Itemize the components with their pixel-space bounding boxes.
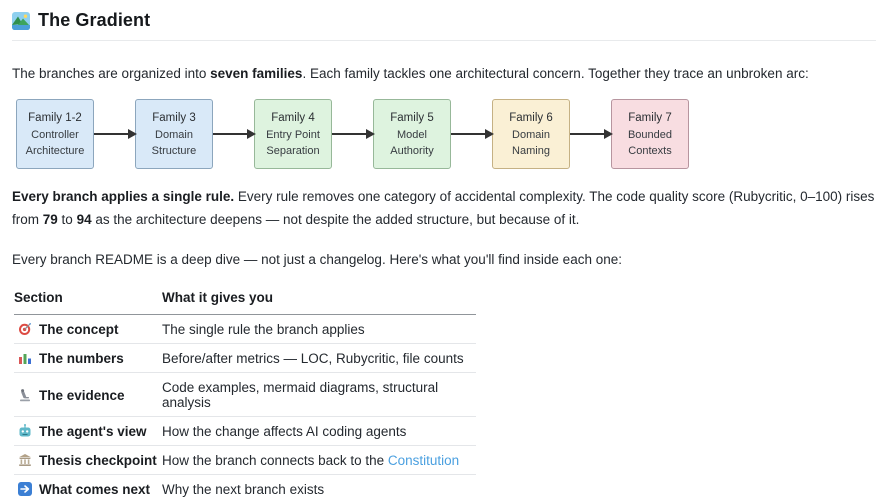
node-title: Family 1-2 xyxy=(28,111,82,126)
section-cell: Thesis checkpoint xyxy=(14,446,162,475)
text-segment: The branches are organized into xyxy=(12,66,210,81)
node-line: Model xyxy=(397,128,427,142)
text-segment: The single rule the branch applies xyxy=(162,322,365,337)
flow-arrow-icon xyxy=(570,133,611,135)
robot-icon xyxy=(18,424,32,438)
section-label: The numbers xyxy=(39,351,124,366)
flow-arrow-icon xyxy=(332,133,373,135)
page-title: The Gradient xyxy=(38,10,150,31)
target-icon xyxy=(18,322,32,336)
node-line: Domain xyxy=(155,128,193,142)
flow-arrow-icon xyxy=(451,133,492,135)
node-line: Separation xyxy=(266,144,319,158)
text-segment: as the architecture deepens — not despit… xyxy=(92,212,580,227)
flow-arrow-icon xyxy=(94,133,135,135)
section-label: The concept xyxy=(39,322,119,337)
table-row: The concept The single rule the branch ap… xyxy=(14,315,476,344)
section-description: Why the next branch exists xyxy=(162,475,476,503)
text-segment: Why the next branch exists xyxy=(162,482,324,497)
flow-arrow-icon xyxy=(213,133,254,135)
table-header-row: Section What it gives you xyxy=(14,286,476,315)
node-line: Controller xyxy=(31,128,79,142)
node-line: Entry Point xyxy=(266,128,320,142)
title-divider xyxy=(12,40,876,41)
node-title: Family 5 xyxy=(390,111,433,126)
classical-building-icon xyxy=(18,453,32,467)
node-line: Bounded xyxy=(628,128,672,142)
table-row: Thesis checkpoint How the branch connects… xyxy=(14,446,476,475)
table-header-gives: What it gives you xyxy=(162,286,476,315)
text-segment: to xyxy=(58,212,77,227)
section-label: The evidence xyxy=(39,388,125,403)
table-head: Section What it gives you xyxy=(14,286,476,315)
node-line: Contexts xyxy=(628,144,671,158)
bold-text: 94 xyxy=(77,212,92,227)
section-label: The agent's view xyxy=(39,424,147,439)
bar-chart-icon xyxy=(18,351,32,365)
text-segment: . Each family tackles one architectural … xyxy=(302,66,808,81)
text-segment: Code examples, mermaid diagrams, structu… xyxy=(162,380,438,410)
section-cell: The numbers xyxy=(14,344,162,373)
text-segment: Before/after metrics — LOC, Rubycritic, … xyxy=(162,351,464,366)
microscope-icon xyxy=(18,388,32,402)
node-title: Family 6 xyxy=(509,111,552,126)
section-label: Thesis checkpoint xyxy=(39,453,157,468)
bold-text: seven families xyxy=(210,66,302,81)
node-line: Authority xyxy=(390,144,433,158)
bold-text: 79 xyxy=(43,212,58,227)
section-cell: The agent's view xyxy=(14,417,162,446)
section-description: The single rule the branch applies xyxy=(162,315,476,344)
node-line: Naming xyxy=(512,144,550,158)
section-cell: What comes next xyxy=(14,475,162,503)
text-segment: Every branch README is a deep dive — not… xyxy=(12,252,622,267)
table-row: The numbers Before/after metrics — LOC, R… xyxy=(14,344,476,373)
section-description: How the branch connects back to the Cons… xyxy=(162,446,476,475)
section-description: Before/after metrics — LOC, Rubycritic, … xyxy=(162,344,476,373)
node-line: Structure xyxy=(152,144,197,158)
text-segment: How the branch connects back to the xyxy=(162,453,388,468)
bold-text: Every branch applies a single rule. xyxy=(12,189,234,204)
section-cell: The concept xyxy=(14,315,162,344)
arrow-right-icon xyxy=(18,482,32,496)
section-cell: The evidence xyxy=(14,373,162,417)
table-body: The concept The single rule the branch ap… xyxy=(14,315,476,503)
table-row: What comes next Why the next branch exist… xyxy=(14,475,476,503)
node-title: Family 4 xyxy=(271,111,314,126)
table-row: The evidence Code examples, mermaid diagr… xyxy=(14,373,476,417)
node-line: Architecture xyxy=(26,144,85,158)
readme-intro-paragraph: Every branch README is a deep dive — not… xyxy=(12,248,876,271)
section-description: Code examples, mermaid diagrams, structu… xyxy=(162,373,476,417)
constitution-link[interactable]: Constitution xyxy=(388,453,459,468)
node-title: Family 3 xyxy=(152,111,195,126)
table-header-section: Section xyxy=(14,286,162,315)
node-title: Family 7 xyxy=(628,111,671,126)
section-label: What comes next xyxy=(39,482,150,497)
document-header: The Gradient xyxy=(12,10,876,31)
rule-paragraph: Every branch applies a single rule. Ever… xyxy=(12,185,876,231)
text-segment: How the change affects AI coding agents xyxy=(162,424,406,439)
node-line: Domain xyxy=(512,128,550,142)
landscape-icon xyxy=(12,12,30,30)
section-description: How the change affects AI coding agents xyxy=(162,417,476,446)
table-row: The agent's view How the change affects A… xyxy=(14,417,476,446)
intro-paragraph: The branches are organized into seven fa… xyxy=(12,62,876,85)
